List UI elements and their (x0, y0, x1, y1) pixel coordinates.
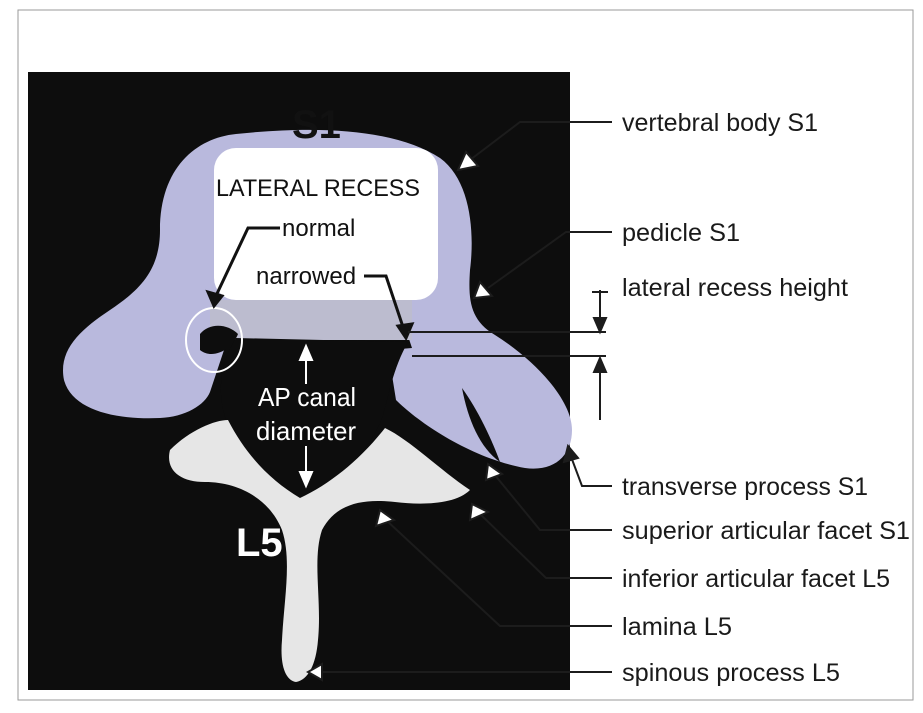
callout-spinous-process: spinous process L5 (622, 659, 840, 687)
callout-lateral-recess-height: lateral recess height (622, 274, 848, 302)
pedicle-band (210, 300, 412, 340)
callout-lamina: lamina L5 (622, 613, 732, 641)
l5-label: L5 (236, 521, 283, 565)
callout-vertebral-body: vertebral body S1 (622, 109, 818, 137)
callout-pedicle: pedicle S1 (622, 219, 740, 247)
canal-label-line1: AP canal (258, 382, 356, 412)
callout-transverse-process: transverse process S1 (622, 473, 868, 501)
canal-label-line2: diameter (256, 416, 356, 446)
s1-label: S1 (292, 103, 341, 147)
lateral-recess-title: LATERAL RECESS (216, 175, 420, 202)
callout-superior-facet: superior articular facet S1 (622, 517, 910, 545)
narrowed-label: narrowed (256, 263, 356, 290)
normal-label: normal (282, 215, 355, 242)
callout-inferior-facet: inferior articular facet L5 (622, 565, 890, 593)
